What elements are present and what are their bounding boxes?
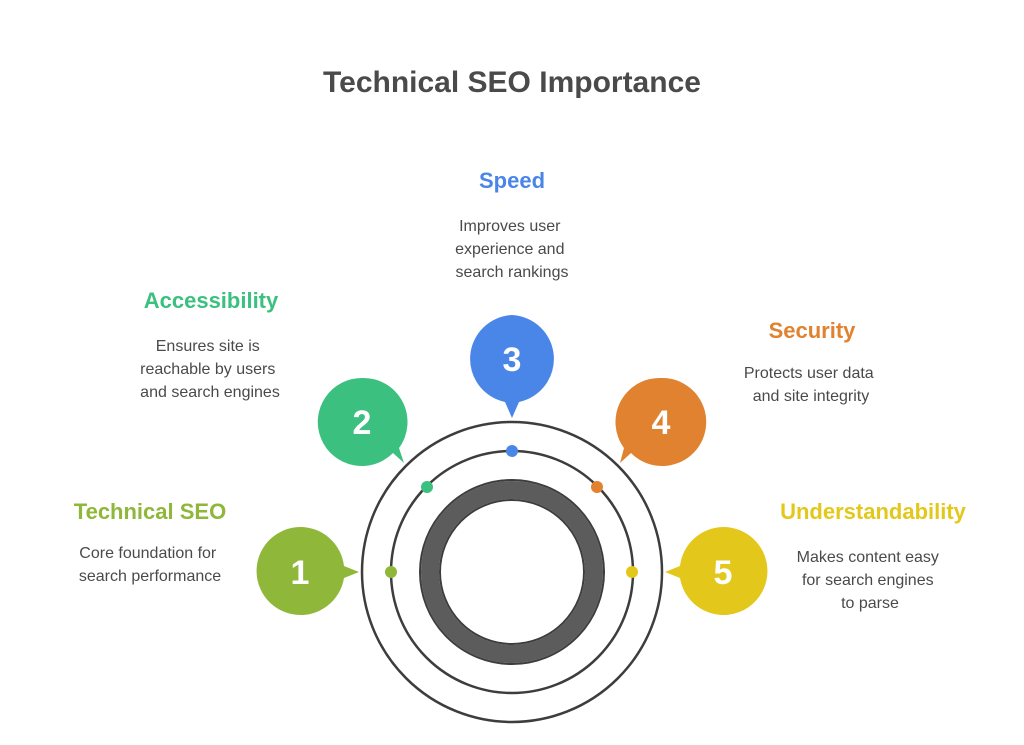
item-desc-5-line-1: Makes content easy (797, 549, 939, 566)
bubble-number-2: 2 (353, 404, 372, 442)
marker-dot-4 (591, 481, 603, 493)
bubble-number-1: 1 (291, 554, 310, 592)
item-desc-5-line-2: for search engines (802, 572, 934, 589)
bubble-number-3: 3 (503, 341, 522, 379)
bubble-5 (665, 526, 768, 615)
marker-dot-5 (626, 566, 638, 578)
marker-dot-3 (506, 445, 518, 457)
item-desc-4-line-1: Protects user data (744, 365, 874, 382)
bubble-4 (615, 377, 707, 466)
item-desc-3-line-1: Improves user (459, 218, 561, 235)
svg-text:Improves user experience: Improves user experience and search rank… (455, 218, 569, 281)
item-label-4: Security (769, 318, 857, 343)
bubble-3 (470, 315, 554, 418)
item-label-2: Accessibility (144, 288, 279, 313)
item-label-3: Speed (479, 168, 545, 193)
item-desc-2-line-3: and search engines (140, 384, 280, 401)
core-ring-outline-inner (439, 499, 585, 645)
item-label-1: Technical SEO (74, 499, 226, 524)
core-ring-outline-outer (419, 479, 605, 665)
bubble-number-5: 5 (714, 554, 733, 592)
marker-dot-1 (385, 566, 397, 578)
item-desc-3-line-3: search rankings (456, 264, 569, 281)
svg-text:Core foundation for sear: Core foundation for search performance (79, 545, 221, 585)
item-technical-seo: 1 Technical SEO Core foundation for sear… (74, 499, 397, 615)
item-label-5: Understandability (780, 499, 967, 524)
page-title: Technical SEO Importance (323, 66, 701, 99)
bubble-number-4: 4 (652, 404, 671, 442)
svg-text:Protects user data and s: Protects user data and site integrity (744, 365, 878, 405)
item-desc-1-line-2: search performance (79, 568, 221, 585)
bubble-1 (256, 526, 359, 615)
item-desc-5-line-3: to parse (841, 595, 899, 612)
svg-text:Makes content easy for s: Makes content easy for search engines to… (797, 549, 944, 612)
item-desc-2-line-2: reachable by users (140, 361, 275, 378)
outer-ring (360, 420, 664, 724)
item-security: 4 Security Protects user data and site i… (591, 318, 878, 493)
core-ring (421, 481, 603, 663)
item-desc-1-line-1: Core foundation for (79, 545, 217, 562)
item-desc-4-line-2: and site integrity (753, 388, 870, 405)
item-accessibility: 2 Accessibility Ensures site is reachabl… (140, 288, 433, 493)
item-understandability: 5 Understandability Makes content easy f… (626, 499, 967, 615)
marker-dot-2 (421, 481, 433, 493)
svg-text:Ensures site is reachabl: Ensures site is reachable by users and s… (140, 338, 280, 401)
item-desc-2-line-1: Ensures site is (156, 338, 260, 355)
bubble-2 (317, 377, 408, 466)
item-speed: 3 Speed Improves user experience and sea… (455, 168, 569, 457)
item-desc-3-line-2: experience and (455, 241, 564, 258)
